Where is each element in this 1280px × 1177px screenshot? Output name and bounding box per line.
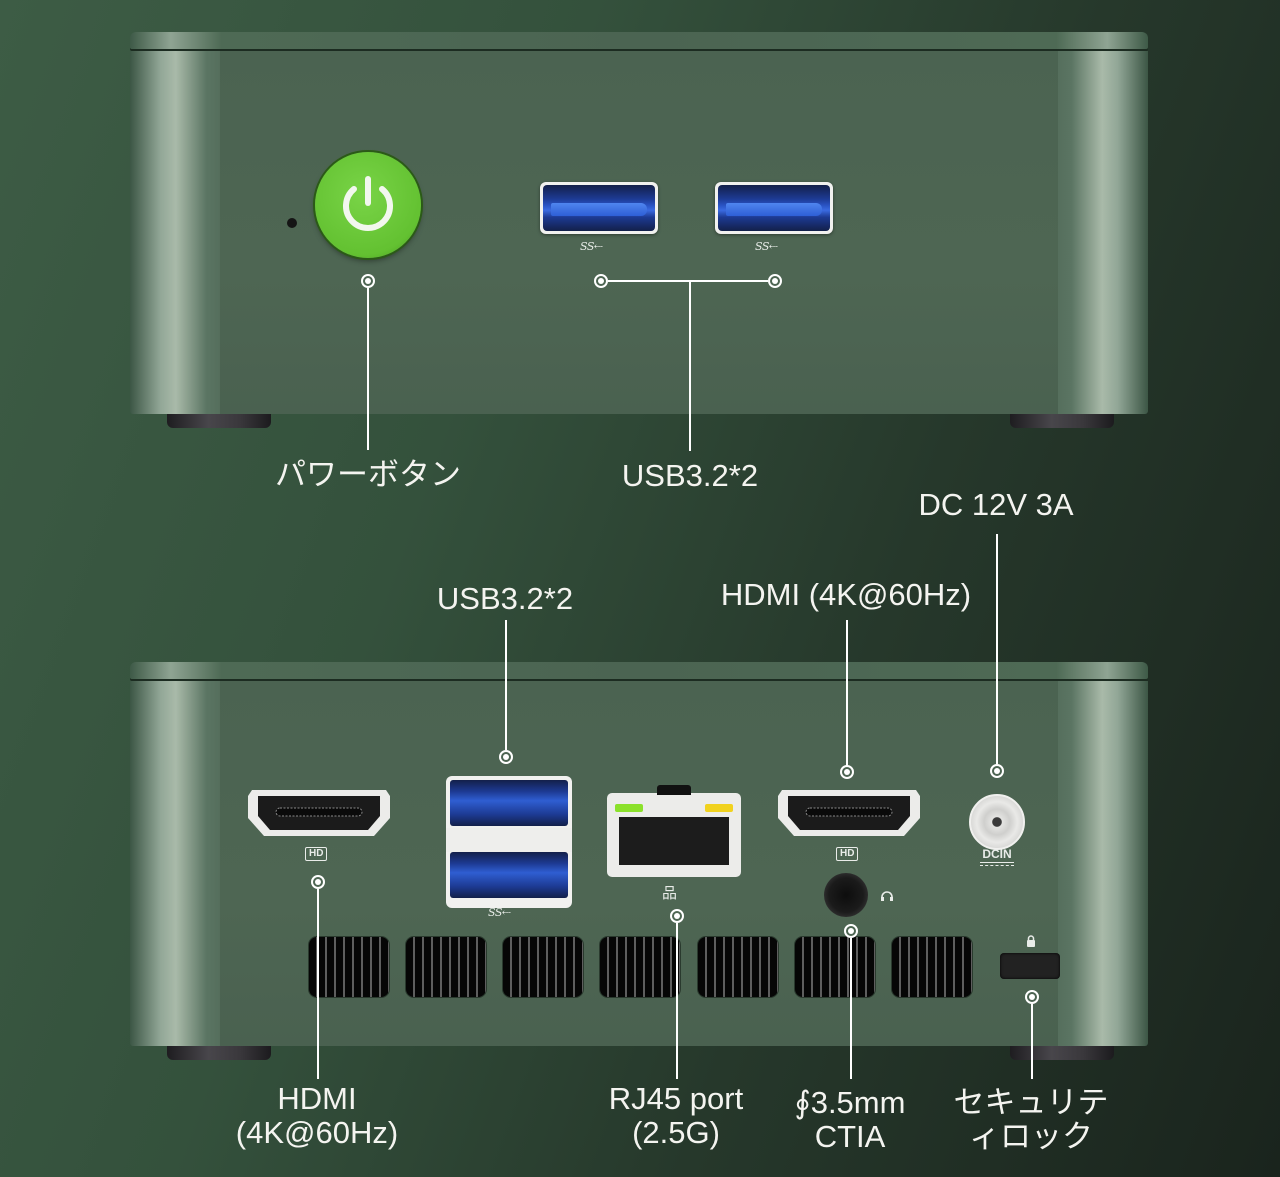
dc-in-label: DCIN	[982, 847, 1012, 861]
device-foot	[1010, 414, 1114, 428]
headphone-icon	[880, 889, 894, 901]
activity-led-yellow	[705, 804, 733, 812]
callout-pin	[1025, 990, 1039, 1004]
callout-pin	[361, 274, 375, 288]
usb-port-rear-stack	[446, 776, 572, 908]
device-foot	[167, 1046, 271, 1060]
vent	[309, 937, 389, 997]
callout-line	[317, 889, 319, 1079]
audio-label: ∮3.5mm CTIA	[794, 1085, 906, 1154]
callout-pin	[768, 274, 782, 288]
front-usb-label: USB3.2*2	[621, 458, 759, 493]
device-foot	[1010, 1046, 1114, 1060]
hdmi-badge: HD	[305, 847, 328, 861]
hdmi-port-left	[248, 790, 390, 836]
dc-power-jack	[969, 794, 1025, 850]
callout-pin	[840, 765, 854, 779]
callout-line	[676, 923, 678, 1079]
power-button-label: パワーボタン	[275, 457, 461, 492]
security-lock-slot	[1000, 953, 1060, 979]
callout-line	[608, 280, 768, 282]
callout-pin	[594, 274, 608, 288]
usb-superspeed-icon: SS⇠	[580, 240, 603, 253]
lock-icon	[1026, 934, 1036, 947]
audio-jack	[824, 873, 868, 917]
rear-usb-label: USB3.2*2	[436, 581, 574, 616]
callout-pin	[311, 875, 325, 889]
callout-line	[367, 288, 369, 450]
power-icon	[343, 176, 393, 231]
vent	[406, 937, 486, 997]
usb-port-front-1	[540, 182, 658, 234]
rear-hdmi-top-label: HDMI (4K@60Hz)	[720, 577, 972, 612]
vent	[503, 937, 583, 997]
callout-line	[689, 281, 691, 451]
callout-pin	[499, 750, 513, 764]
usb-port-rear-1	[450, 780, 568, 826]
usb-superspeed-icon: SS⇠	[488, 906, 511, 919]
callout-line	[846, 620, 848, 766]
vent	[600, 937, 680, 997]
usb-port-front-2	[715, 182, 833, 234]
device-lid	[130, 32, 1148, 49]
vent	[698, 937, 778, 997]
callout-pin	[990, 764, 1004, 778]
callout-line	[1031, 1004, 1033, 1079]
dc-label: DC 12V 3A	[918, 487, 1074, 522]
usb-superspeed-icon: SS⇠	[755, 240, 778, 253]
callout-pin	[670, 909, 684, 923]
callout-line	[850, 938, 852, 1079]
status-led	[287, 218, 297, 228]
link-led-green	[615, 804, 643, 812]
rear-hdmi-bottom-label: HDMI (4K@60Hz)	[235, 1081, 399, 1150]
callout-line	[505, 620, 507, 750]
rj45-port	[607, 785, 741, 877]
vent	[892, 937, 972, 997]
power-button[interactable]	[315, 152, 421, 258]
dc-symbol	[980, 862, 1014, 866]
device-lid	[130, 662, 1148, 679]
network-icon: 品	[662, 885, 678, 902]
usb-port-rear-2	[450, 852, 568, 898]
hdmi-port-right	[778, 790, 920, 836]
callout-pin	[844, 924, 858, 938]
callout-line	[996, 534, 998, 764]
security-lock-label: セキュリテ ィロック	[953, 1085, 1109, 1154]
device-foot	[167, 414, 271, 428]
hdmi-badge: HD	[836, 847, 859, 861]
rj45-label: RJ45 port (2.5G)	[608, 1081, 744, 1150]
vent	[795, 937, 875, 997]
